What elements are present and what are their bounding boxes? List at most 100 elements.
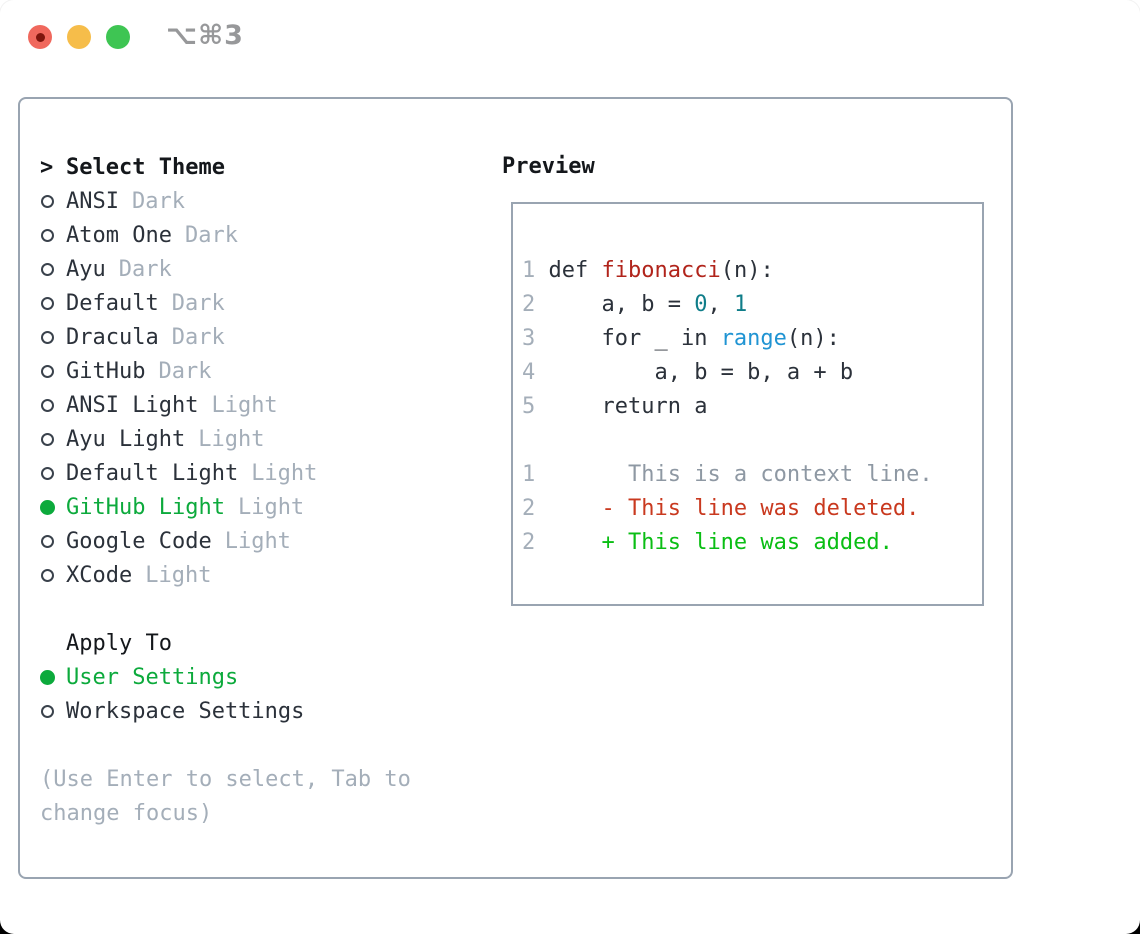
keyboard-shortcut-label: ⌥⌘3 bbox=[166, 20, 244, 51]
code-token: + This line was added. bbox=[548, 529, 893, 555]
radio-unselected-icon bbox=[40, 364, 66, 378]
theme-variant-label: Dark bbox=[184, 222, 238, 248]
line-number: 2 bbox=[522, 291, 549, 317]
theme-variant-label: Light bbox=[224, 528, 291, 554]
line-number bbox=[522, 428, 549, 453]
code-token: , bbox=[707, 291, 734, 317]
theme-variant-label: Dark bbox=[171, 290, 225, 316]
theme-option[interactable]: Ayu Light Light bbox=[40, 422, 317, 456]
filled-dot bbox=[40, 499, 55, 515]
code-line: 1 This is a context line. bbox=[522, 457, 982, 491]
apply-to-label: Workspace Settings bbox=[66, 698, 305, 724]
line-number: 2 bbox=[522, 495, 549, 521]
theme-variant-label: Light bbox=[145, 562, 212, 588]
theme-name: XCode bbox=[66, 562, 133, 588]
radio-unselected-icon bbox=[40, 534, 66, 548]
apply-to-option[interactable]: Workspace Settings bbox=[40, 694, 304, 728]
apply-to-label: User Settings bbox=[66, 664, 239, 690]
theme-name: Dracula bbox=[66, 324, 159, 350]
theme-variant-label: Light bbox=[237, 494, 305, 520]
code-line bbox=[522, 423, 982, 457]
code-token: 0 bbox=[694, 291, 708, 317]
theme-variant-label: Dark bbox=[171, 324, 225, 350]
minimize-button[interactable] bbox=[67, 25, 91, 49]
theme-option[interactable]: XCode Light bbox=[40, 558, 317, 592]
code-token: (n): bbox=[720, 257, 774, 283]
theme-option[interactable]: GitHub Dark bbox=[40, 354, 317, 388]
code-token: def bbox=[548, 257, 602, 283]
theme-name: Ayu bbox=[66, 256, 106, 282]
code-token: (n): bbox=[786, 325, 840, 351]
zoom-button[interactable] bbox=[106, 25, 130, 49]
line-number: 2 bbox=[522, 529, 549, 555]
hint-line: (Use Enter to select, Tab to bbox=[40, 766, 411, 792]
ring-circle bbox=[41, 704, 54, 718]
code-token: fibonacci bbox=[601, 257, 721, 283]
theme-option[interactable]: Dracula Dark bbox=[40, 320, 317, 354]
theme-option[interactable]: Default Dark bbox=[40, 286, 317, 320]
theme-name: Ayu Light bbox=[66, 426, 186, 452]
ring-circle bbox=[41, 296, 54, 310]
radio-unselected-icon bbox=[40, 296, 66, 310]
hint-line: change focus) bbox=[40, 800, 213, 826]
radio-unselected-icon bbox=[40, 432, 66, 446]
code-token: a, b = b, a + b bbox=[548, 359, 854, 385]
code-line: 5 return a bbox=[522, 389, 982, 423]
theme-name: ANSI Light bbox=[66, 392, 199, 418]
theme-option[interactable]: Ayu Dark bbox=[40, 252, 317, 286]
code-token: - This line was deleted. bbox=[548, 495, 920, 521]
ring-circle bbox=[41, 432, 54, 446]
line-number: 4 bbox=[522, 359, 549, 385]
theme-name: Google Code bbox=[66, 528, 212, 554]
theme-option[interactable]: ANSI Dark bbox=[40, 184, 317, 218]
radio-selected-icon bbox=[40, 499, 66, 515]
code-line: 2 + This line was added. bbox=[522, 525, 982, 559]
radio-unselected-icon bbox=[40, 330, 66, 344]
theme-variant-label: Light bbox=[251, 460, 318, 486]
close-button[interactable] bbox=[28, 25, 52, 49]
theme-variant-label: Light bbox=[198, 426, 265, 452]
code-line: 2 - This line was deleted. bbox=[522, 491, 982, 525]
theme-name: ANSI bbox=[66, 188, 119, 214]
theme-variant-label: Dark bbox=[118, 256, 172, 282]
code-line: 4 a, b = b, a + b bbox=[522, 355, 982, 389]
theme-variant-label: Dark bbox=[158, 358, 212, 384]
theme-option[interactable]: Atom One Dark bbox=[40, 218, 317, 252]
traffic-lights bbox=[28, 25, 130, 49]
preview-title: Preview bbox=[502, 154, 595, 179]
cursor-prefix: > bbox=[40, 155, 66, 180]
theme-option[interactable]: Google Code Light bbox=[40, 524, 317, 558]
radio-unselected-icon bbox=[40, 194, 66, 208]
apply-to-option[interactable]: User Settings bbox=[40, 660, 304, 694]
apply-to-title-row: Apply To bbox=[40, 626, 304, 660]
code-token: return a bbox=[548, 393, 708, 419]
theme-list-title-row: > Select Theme bbox=[40, 150, 317, 184]
ring-circle bbox=[41, 262, 54, 276]
radio-unselected-icon bbox=[40, 262, 66, 276]
theme-option[interactable]: GitHub Light Light bbox=[40, 490, 317, 524]
ring-circle bbox=[41, 466, 54, 480]
code-token: for _ in bbox=[548, 325, 721, 351]
theme-name: GitHub bbox=[66, 358, 146, 384]
line-number: 1 bbox=[522, 461, 549, 487]
ring-circle bbox=[41, 330, 54, 344]
theme-name: GitHub Light bbox=[66, 494, 225, 520]
theme-name: Default bbox=[66, 290, 159, 316]
theme-name: Atom One bbox=[66, 222, 172, 248]
theme-variant-label: Dark bbox=[131, 188, 185, 214]
code-token: This is a context line. bbox=[548, 461, 933, 487]
ring-circle bbox=[41, 228, 54, 242]
radio-selected-icon bbox=[40, 669, 66, 685]
ring-circle bbox=[41, 568, 54, 582]
line-number: 1 bbox=[522, 257, 549, 283]
radio-unselected-icon bbox=[40, 704, 66, 718]
